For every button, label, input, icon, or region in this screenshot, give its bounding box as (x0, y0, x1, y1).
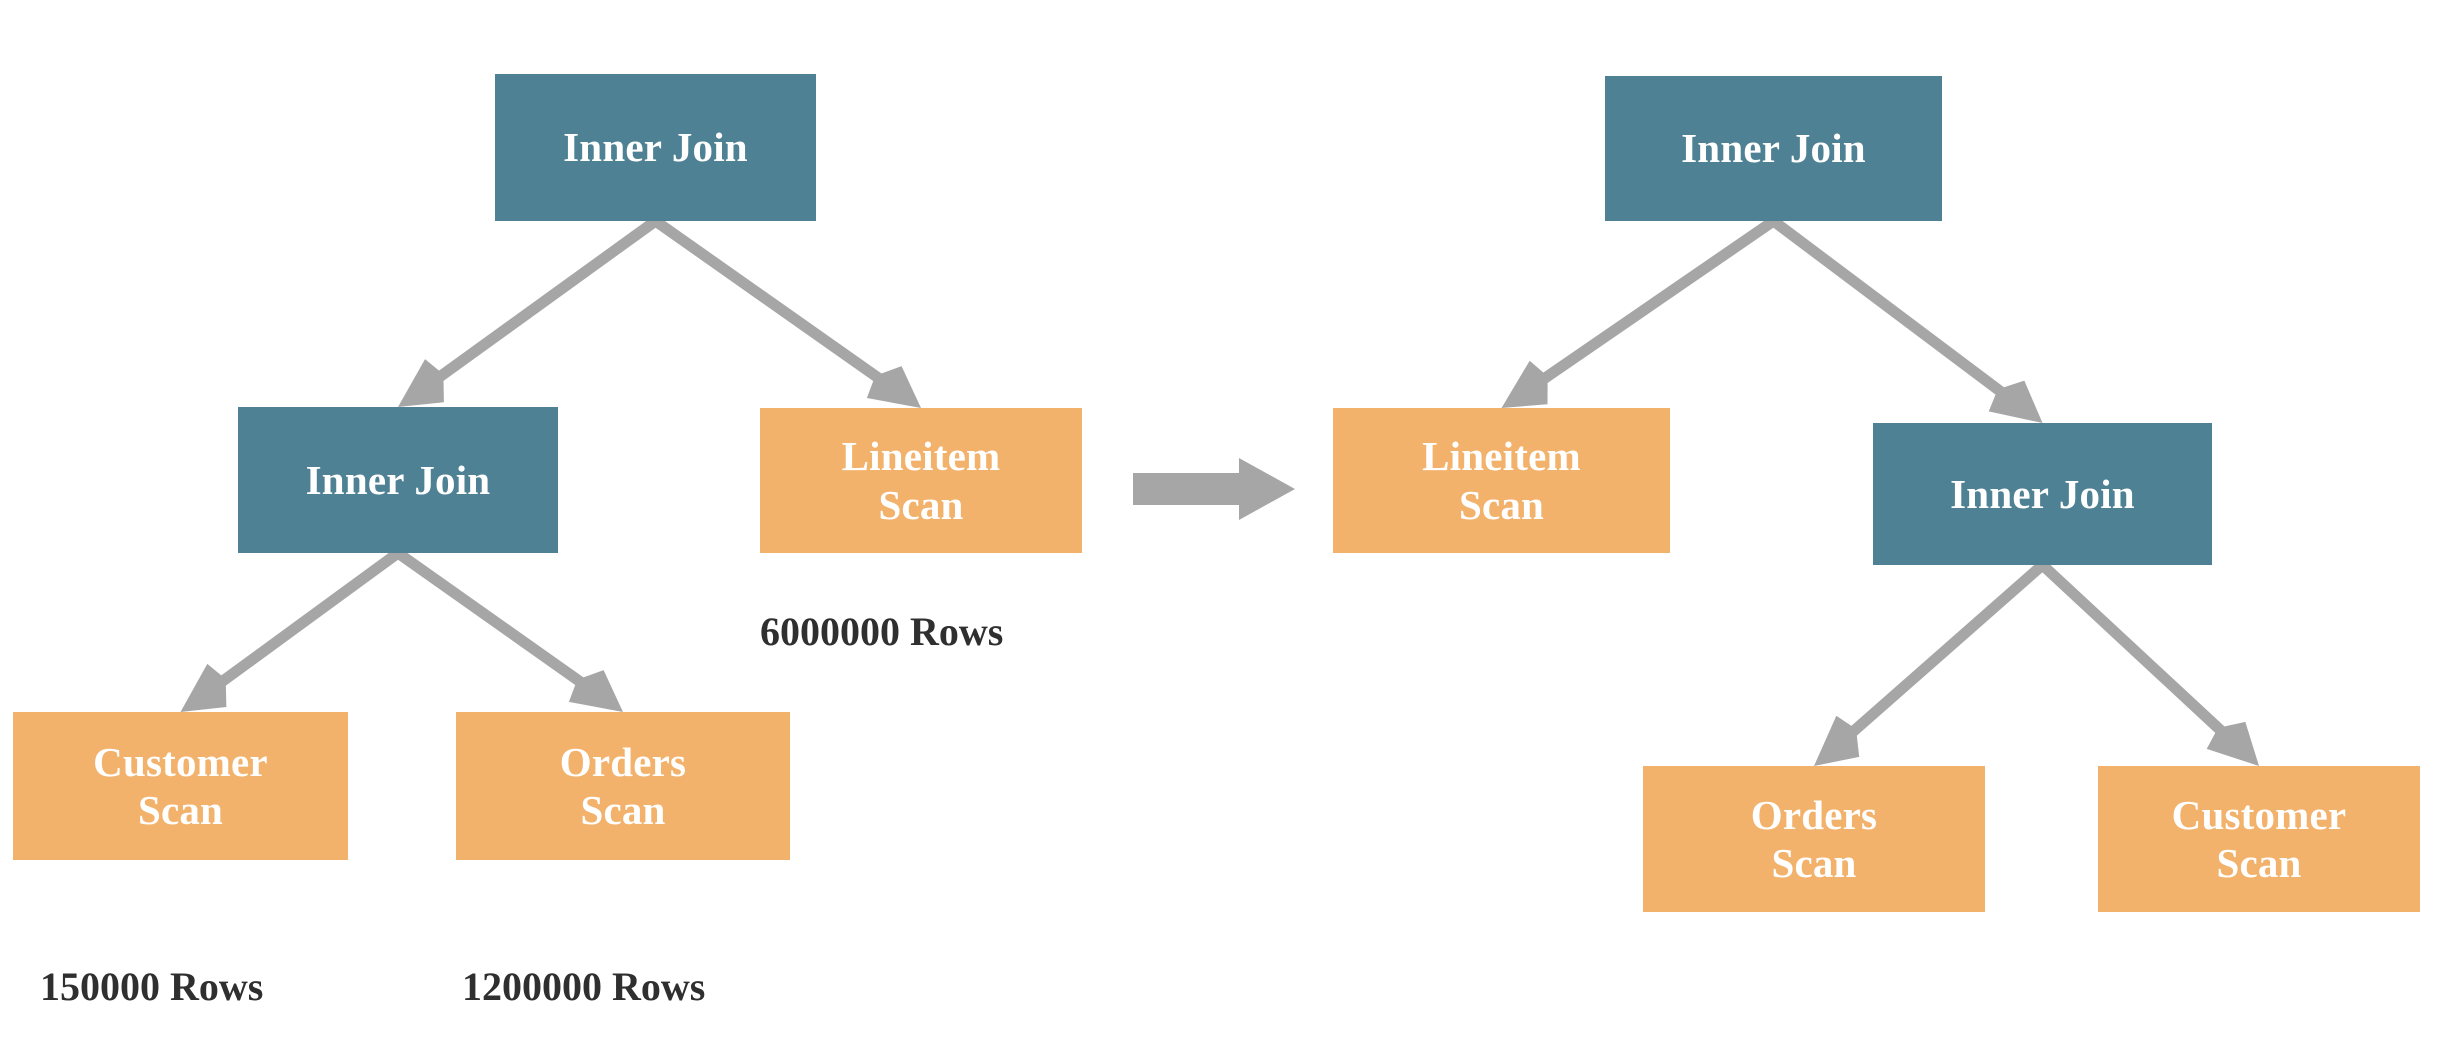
plan-node-label: Customer (2171, 791, 2347, 838)
plan-node-label: Lineitem (841, 433, 1001, 480)
plan-node-r-join2[interactable]: Inner Join (1873, 423, 2212, 565)
plan-node-l-join2[interactable]: Inner Join (238, 407, 558, 553)
plan-node-l-root[interactable]: Inner Join (495, 74, 816, 221)
plan-node-label: Scan (580, 787, 666, 833)
plan-edge-r-join2-to-r-orders (1814, 560, 2047, 766)
plan-edge-l-join2-to-l-orders (394, 548, 623, 712)
plan-node-label: Scan (1458, 481, 1545, 528)
row-count-label: 6000000 Rows (760, 609, 1004, 654)
plan-node-label: Inner Join (563, 124, 748, 171)
plan-node-label: Inner Join (1950, 470, 2135, 517)
plan-node-r-root[interactable]: Inner Join (1605, 76, 1942, 221)
plan-edge-r-root-to-r-lineitem (1501, 216, 1777, 408)
plan-node-label: Orders (1750, 791, 1878, 838)
plan-node-label: Scan (2216, 840, 2302, 886)
plan-node-label: Inner Join (305, 456, 491, 503)
plan-edge-l-root-to-l-join2 (398, 216, 659, 407)
plan-edge-l-root-to-l-lineitem (652, 216, 921, 408)
plan-node-label: Orders (559, 738, 687, 785)
plan-edge-r-root-to-r-join2 (1770, 216, 2043, 423)
plan-node-label: Customer (93, 738, 268, 785)
plan-edge-r-join2-to-r-customer (2038, 560, 2259, 766)
plan-node-label: Scan (878, 481, 964, 528)
row-count-label: 1200000 Rows (462, 964, 706, 1009)
plan-node-label: Scan (137, 787, 224, 833)
rewrite-arrow-icon (1133, 458, 1295, 520)
plan-node-label: Inner Join (1681, 125, 1866, 172)
plan-node-label: Scan (1771, 840, 1857, 886)
row-count-label: 150000 Rows (40, 964, 264, 1009)
plan-node-label: Lineitem (1422, 433, 1581, 480)
plan-edge-l-join2-to-l-customer (180, 548, 402, 712)
